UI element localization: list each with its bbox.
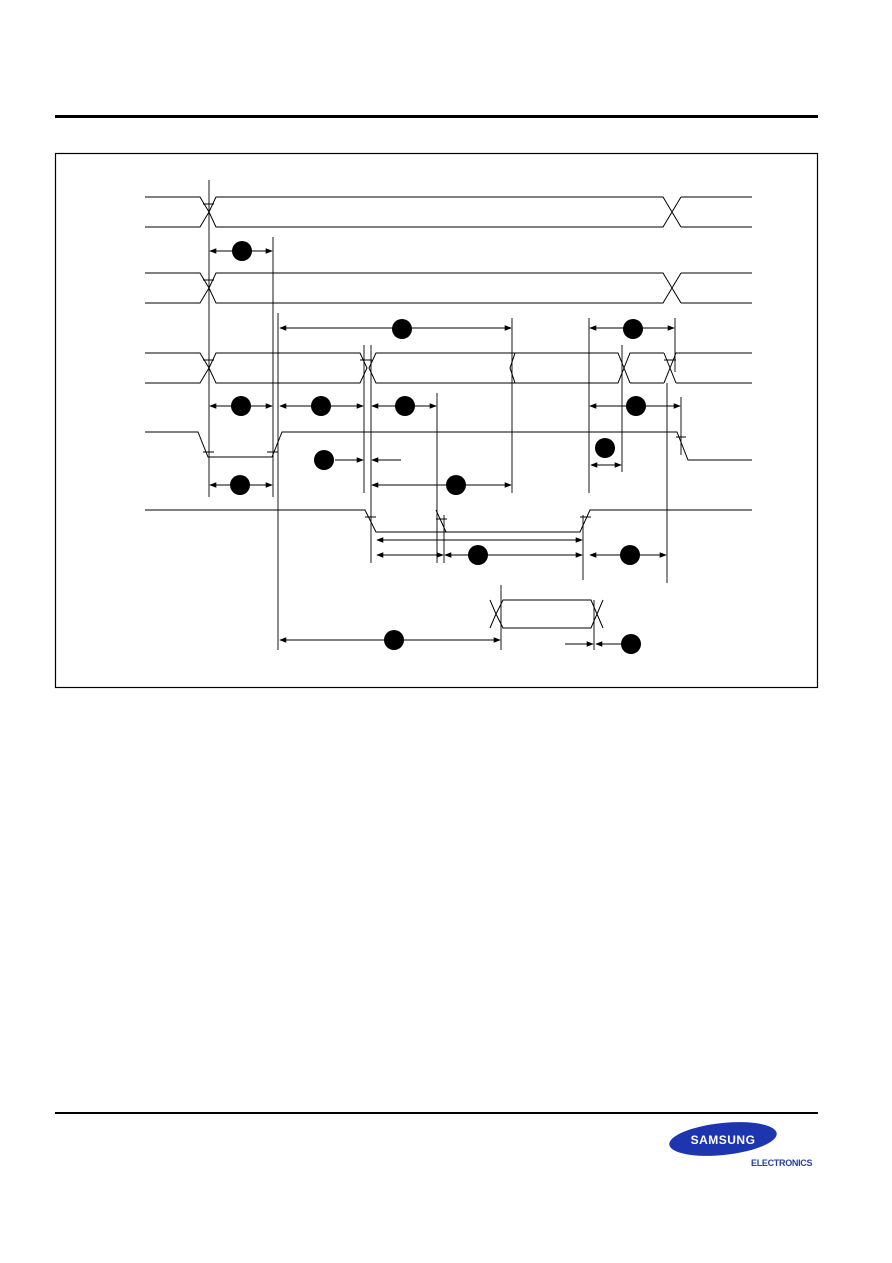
edge-ticks bbox=[203, 203, 686, 520]
marker-dot bbox=[384, 630, 404, 650]
logo-text: SAMSUNG bbox=[691, 1133, 756, 1147]
marker-dot bbox=[595, 438, 615, 458]
brand-subtitle: ELECTRONICS bbox=[751, 1158, 813, 1168]
marker-dot bbox=[392, 319, 412, 339]
marker-dot bbox=[231, 396, 251, 416]
marker-dot bbox=[314, 450, 334, 470]
marker-dot bbox=[621, 634, 641, 654]
timing-markers bbox=[230, 241, 646, 654]
signal-bus-3 bbox=[145, 352, 752, 384]
header-rule bbox=[55, 115, 818, 118]
marker-dot bbox=[446, 475, 466, 495]
footer-rule bbox=[55, 1112, 818, 1114]
signal-bus-6 bbox=[489, 599, 604, 629]
marker-dot bbox=[468, 545, 488, 565]
marker-dot bbox=[311, 396, 331, 416]
logo-ellipse bbox=[669, 1122, 777, 1156]
signal-bus-1 bbox=[145, 196, 752, 228]
marker-dot bbox=[620, 545, 640, 565]
signal-bus-2 bbox=[145, 272, 752, 304]
reference-lines bbox=[208, 180, 682, 650]
marker-dot bbox=[626, 396, 646, 416]
samsung-logo: SAMSUNG bbox=[669, 1122, 777, 1156]
signal-strobe-5 bbox=[145, 509, 752, 533]
marker-dot bbox=[623, 319, 643, 339]
marker-dot bbox=[232, 241, 252, 261]
signal-5-edge bbox=[435, 509, 447, 533]
diagram-frame bbox=[54, 152, 819, 689]
marker-dot bbox=[230, 475, 250, 495]
signal-strobe-4 bbox=[145, 431, 752, 461]
marker-dot bbox=[395, 396, 415, 416]
